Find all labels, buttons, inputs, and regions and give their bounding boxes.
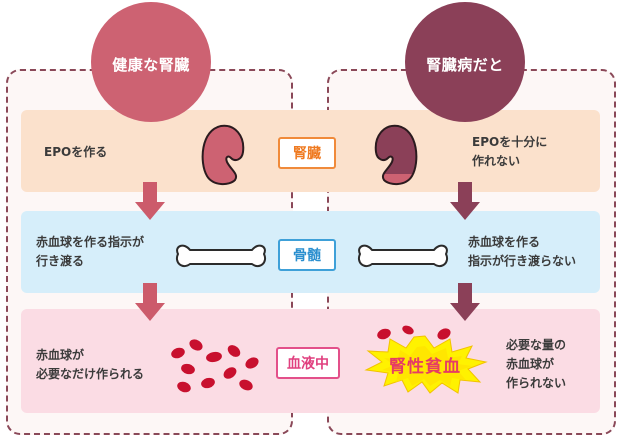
red-blood-cell-icon bbox=[377, 325, 451, 340]
arrow-down-icon bbox=[135, 182, 165, 220]
kidney-icon bbox=[201, 124, 245, 186]
red-blood-cell-icon bbox=[171, 339, 259, 393]
disease-marrow-text: 赤血球を作る 指示が行き渡らない bbox=[468, 235, 577, 268]
kidney-icon bbox=[374, 124, 418, 186]
bone-icon bbox=[358, 244, 448, 268]
disease-kidney-text: EPOを十分に 作れない bbox=[472, 135, 548, 168]
blood-label: 血液中 bbox=[276, 347, 340, 379]
arrow-down-icon bbox=[450, 182, 480, 220]
arrow-down-icon bbox=[450, 283, 480, 321]
healthy-kidney-text: EPOを作る bbox=[44, 145, 108, 159]
bone-icon bbox=[176, 244, 266, 268]
kidney-label: 腎臓 bbox=[278, 137, 336, 169]
marrow-label: 骨髄 bbox=[278, 239, 336, 271]
renal-anemia-label: 腎性貧血 bbox=[389, 357, 461, 377]
burst-icon bbox=[364, 335, 488, 394]
disease-blood-text: 必要な量の 赤血球が 作られない bbox=[506, 338, 567, 390]
arrow-down-icon bbox=[135, 283, 165, 321]
disease-title: 腎臓病だと bbox=[405, 2, 525, 122]
healthy-marrow-text: 赤血球を作る指示が 行き渡る bbox=[36, 235, 145, 268]
healthy-blood-text: 赤血球が 必要なだけ作られる bbox=[36, 348, 145, 381]
healthy-title: 健康な腎臓 bbox=[91, 2, 211, 122]
